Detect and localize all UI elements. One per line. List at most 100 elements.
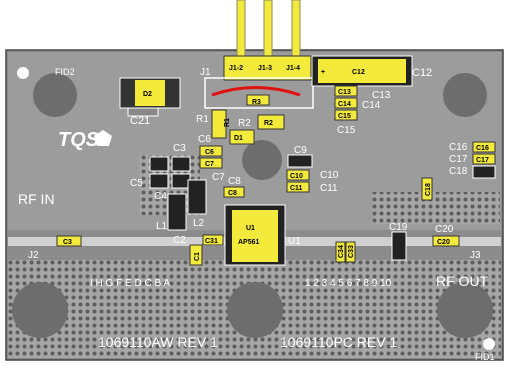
capacitor-c14 [334, 97, 358, 109]
c12-plus-sign: + [321, 69, 325, 76]
c11-body-label: C11 [290, 185, 303, 192]
c4-label: C4 [154, 191, 167, 202]
c14-body-label: C14 [338, 101, 351, 108]
c3-body-label: C3 [63, 239, 72, 246]
logo-pentagon-icon [94, 130, 112, 146]
r2-body-label: R2 [264, 120, 273, 127]
mounting-hole [443, 73, 487, 117]
capacitor-c1 [189, 244, 203, 266]
c21-label: C21 [130, 115, 150, 127]
header-housing [204, 77, 314, 109]
c12-label: C12 [412, 67, 432, 79]
c16-body-label: C16 [476, 145, 489, 152]
u1-ref: U1 [246, 225, 255, 232]
c7-label: C7 [212, 172, 225, 183]
inductor-l1 [167, 193, 187, 231]
c9-label: C9 [294, 145, 307, 156]
r1-body-label: R1 [224, 118, 231, 127]
fid2-label: FID2 [55, 67, 75, 77]
diode-d1 [229, 129, 255, 145]
c14-label: C14 [362, 100, 381, 111]
c33-body-label: C33 [348, 245, 355, 258]
pin-label-j1-3: J1-3 [258, 65, 272, 72]
c8-label: C8 [228, 176, 241, 187]
header-pin [263, 0, 273, 63]
resistor-r1 [211, 109, 227, 139]
pin-label-j1-4: J1-4 [286, 65, 300, 72]
u1-outside-label: U1 [288, 236, 301, 247]
j3-label: J3 [470, 250, 481, 261]
diode-d2-body [135, 80, 165, 106]
c20-body-label: C20 [437, 239, 450, 246]
c13-body-label: C13 [338, 89, 351, 96]
logo-text: TQS [58, 129, 100, 151]
capacitor-c34 [335, 241, 346, 263]
c12-body-label: C12 [352, 69, 365, 76]
c17-body-label: C17 [476, 157, 489, 164]
fid1-label: FID1 [475, 352, 495, 362]
capacitor-c33 [345, 241, 356, 263]
capacitor-c16 [472, 141, 496, 153]
c2-label: C2 [173, 235, 186, 246]
c31-body-label: C31 [205, 238, 218, 245]
capacitor-c13 [334, 85, 358, 97]
r3-body-label: R3 [252, 99, 261, 106]
capacitor-c5-pad [149, 173, 169, 189]
c17-label: C17 [449, 154, 468, 165]
capacitor-c11 [286, 181, 310, 193]
capacitor-c19 [391, 231, 407, 261]
capacitor-c3-pad [149, 156, 169, 172]
capacitor-c17 [472, 153, 496, 165]
c10-body-label: C10 [290, 173, 303, 180]
jumper-wire [211, 86, 301, 97]
c11-label: C11 [320, 183, 338, 194]
capacitor-c7 [199, 157, 223, 169]
rf-in-label: RF IN [18, 191, 55, 207]
header-body [223, 55, 312, 81]
c6-label: C6 [198, 134, 211, 145]
capacitor-c5-pad [171, 173, 191, 189]
c8-body-label: C8 [228, 190, 237, 197]
r1-label: R1 [196, 114, 209, 125]
header-pin [236, 0, 246, 63]
c10-label: C10 [320, 170, 339, 181]
ic-u1-body [232, 210, 278, 262]
mounting-hole [12, 282, 68, 338]
d2-body-label: D2 [143, 91, 152, 98]
resistor-r3 [246, 94, 270, 106]
d1-body-label: D1 [234, 135, 243, 142]
r2-label: R2 [238, 118, 251, 129]
c18-label: C18 [449, 166, 468, 177]
c15-body-label: C15 [338, 113, 351, 120]
row-left-label: I H G F E D C B A [90, 278, 170, 289]
capacitor-c8 [223, 186, 245, 198]
via-field-right [372, 192, 500, 224]
mounting-hole [33, 73, 77, 117]
c13-label: C13 [372, 90, 391, 101]
c3-label: C3 [173, 143, 186, 154]
c20-label: C20 [435, 224, 454, 235]
center-via-pad [242, 140, 282, 180]
c7-body-label: C7 [205, 161, 214, 168]
capacitor-c3 [56, 235, 82, 247]
capacitor-c9 [287, 154, 313, 168]
c15-label: C15 [337, 125, 356, 136]
capacitor-c18 [421, 177, 433, 201]
capacitor-c3-pad [171, 156, 191, 172]
fiducial-1 [483, 338, 495, 350]
c19-label: C19 [389, 222, 408, 233]
c1-body-label: C1 [194, 252, 201, 261]
capacitor-c20 [432, 235, 460, 247]
c18-body-label: C18 [425, 183, 432, 196]
j1-label: J1 [200, 67, 211, 78]
fiducial-2 [17, 67, 29, 79]
c5-label: C5 [130, 178, 143, 189]
part-number-right: 1069110PC REV 1 [280, 334, 397, 350]
l2-label: L2 [193, 218, 205, 229]
pin-label-j1-2: J1-2 [229, 65, 243, 72]
l1-label: L1 [156, 221, 168, 232]
header-pin [291, 0, 301, 63]
c16-label: C16 [449, 142, 468, 153]
c6-body-label: C6 [205, 149, 214, 156]
